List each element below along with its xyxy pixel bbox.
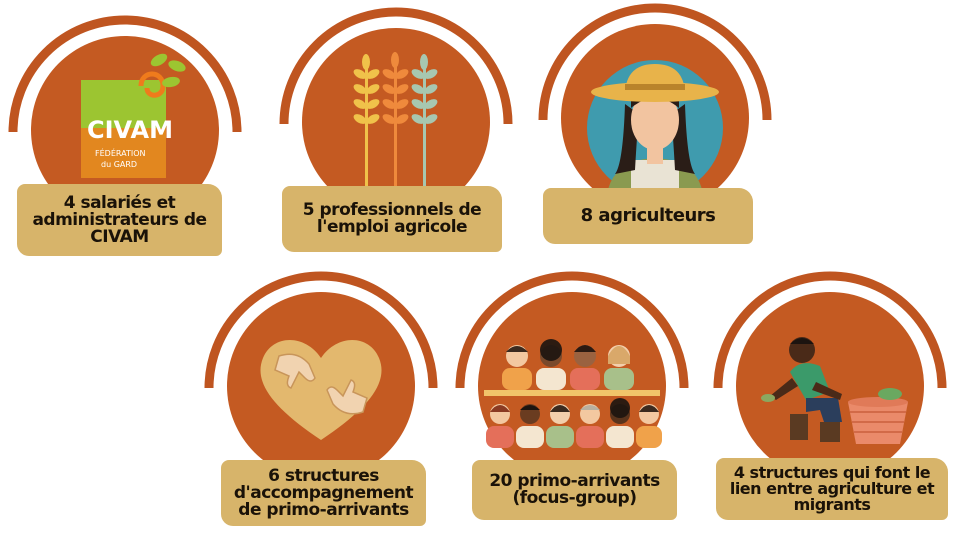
badge-label: 8 agriculteurs: [543, 188, 753, 244]
svg-text:du GARD: du GARD: [101, 160, 137, 169]
group-people-icon: [484, 339, 662, 448]
civam-logo-icon: CIVAM FÉDÉRATION du GARD: [81, 53, 186, 178]
badge-label: 5 professionnels de l'emploi agricole: [282, 186, 502, 252]
farmer-woman-icon: [591, 64, 719, 194]
heart-hands-icon: [260, 340, 382, 440]
badge-label: 4 structures qui font le lien entre agri…: [716, 458, 948, 520]
badge-civam-staff: CIVAM FÉDÉRATION du GARD 4 salariés et a…: [5, 12, 245, 282]
badge-label: 6 structures d'accompagnement de primo-a…: [221, 460, 426, 526]
farmer-harvest-icon: [761, 337, 908, 444]
civam-logo-text: CIVAM: [87, 116, 173, 144]
svg-text:FÉDÉRATION: FÉDÉRATION: [95, 147, 146, 158]
wheat-icon: [353, 52, 438, 192]
badge-newcomers: 20 primo-arrivants (focus-group): [452, 268, 692, 538]
badge-label: 20 primo-arrivants (focus-group): [472, 460, 677, 520]
badge-agriculture-migrants-structures: 4 structures qui font le lien entre agri…: [710, 268, 950, 538]
badge-farmers: 8 agriculteurs: [535, 0, 775, 270]
badge-support-structures: 6 structures d'accompagnement de primo-a…: [201, 268, 441, 538]
badge-label: 4 salariés et administrateurs de CIVAM: [17, 184, 222, 256]
badge-employment-professionals: 5 professionnels de l'emploi agricole: [276, 4, 516, 274]
